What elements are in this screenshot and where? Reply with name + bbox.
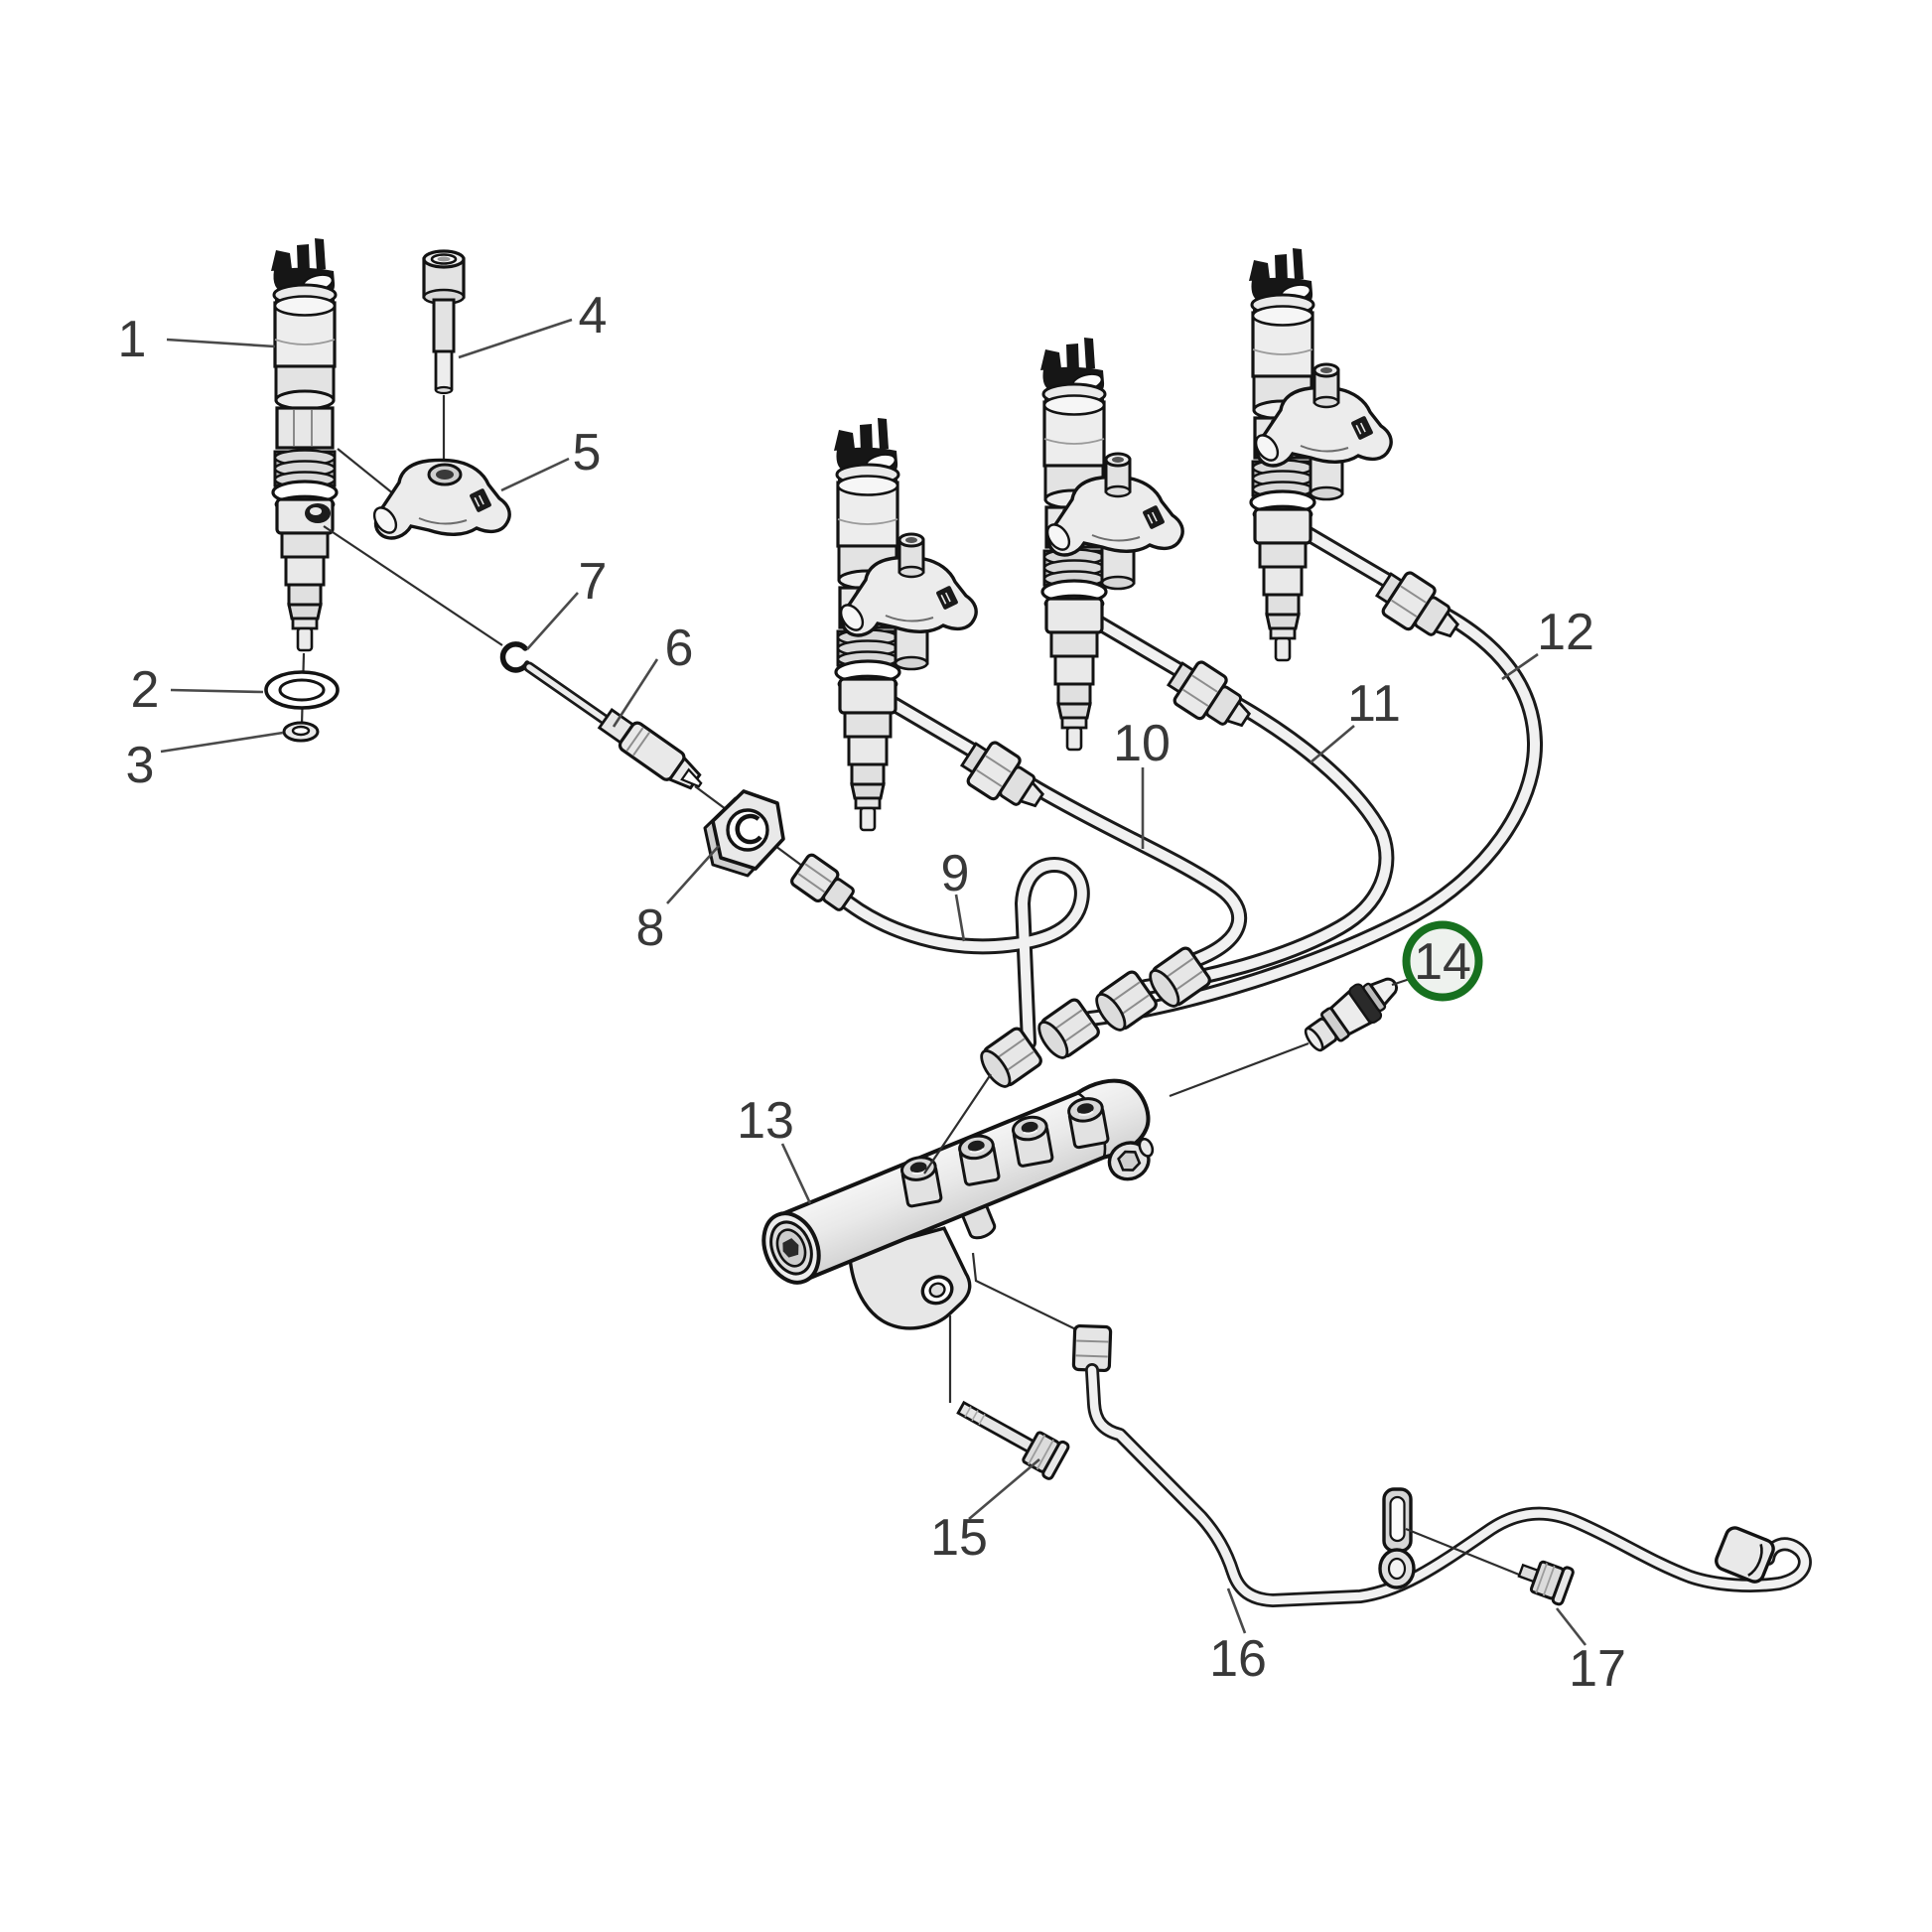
svg-text:15: 15 (930, 1509, 988, 1567)
svg-text:8: 8 (636, 899, 665, 957)
svg-text:7: 7 (579, 553, 608, 611)
svg-text:12: 12 (1537, 604, 1594, 661)
svg-text:3: 3 (126, 737, 155, 794)
svg-text:13: 13 (737, 1092, 794, 1150)
svg-text:2: 2 (131, 661, 160, 719)
svg-text:16: 16 (1209, 1630, 1267, 1688)
svg-text:6: 6 (665, 620, 694, 677)
svg-text:14: 14 (1414, 933, 1471, 991)
svg-text:9: 9 (941, 845, 970, 902)
svg-text:1: 1 (118, 311, 147, 368)
svg-text:10: 10 (1113, 715, 1171, 772)
svg-text:4: 4 (579, 287, 608, 345)
svg-text:5: 5 (573, 424, 602, 482)
svg-text:17: 17 (1569, 1640, 1626, 1698)
svg-text:11: 11 (1347, 675, 1401, 733)
